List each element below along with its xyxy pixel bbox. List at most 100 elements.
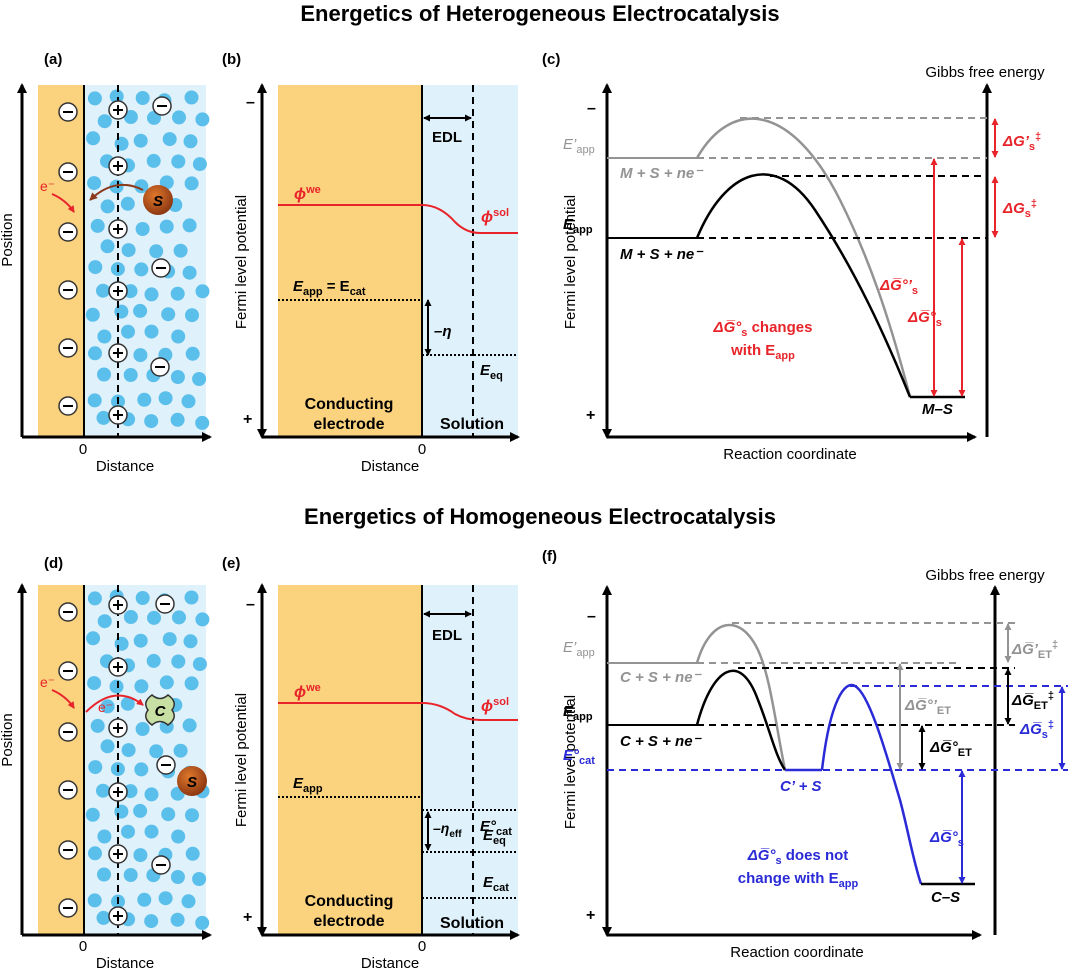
solvent-particle bbox=[114, 304, 129, 319]
gibbs-label: Gibbs free energy bbox=[925, 64, 1045, 81]
solvent-particle bbox=[86, 631, 101, 646]
ecat-label: Ecat bbox=[483, 874, 509, 894]
panel-f: (f) Gibbs free energy – + Fermi level po… bbox=[542, 548, 1068, 961]
solvent-particle bbox=[170, 286, 185, 301]
dg0-et-label: ΔG̅°ET bbox=[929, 739, 972, 759]
potential-profile bbox=[278, 702, 518, 721]
gray-state-label: C + S + ne⁻ bbox=[620, 669, 703, 686]
solvent-particle bbox=[109, 679, 124, 694]
eapp-label: Eapp bbox=[563, 703, 593, 723]
solvent-particle bbox=[171, 154, 186, 169]
distance-label: Distance bbox=[96, 458, 154, 475]
solvent-particle bbox=[134, 179, 149, 194]
solvent-particle bbox=[147, 610, 161, 625]
solvent-particle bbox=[144, 824, 159, 839]
eeq-label: Eeq bbox=[483, 827, 506, 847]
dg-prime-et-label: ΔG̅’ET‡ bbox=[1011, 639, 1058, 661]
potential-axis-label: Fermi level potential bbox=[562, 695, 579, 829]
black-state-label: M + S + ne⁻ bbox=[620, 246, 704, 263]
solvent-particle bbox=[97, 367, 111, 382]
solvent-particle bbox=[100, 239, 115, 254]
solvent-particle bbox=[97, 114, 112, 129]
black-energy-curve bbox=[695, 669, 787, 771]
solvent-particle bbox=[96, 410, 111, 425]
solvent-particle bbox=[171, 654, 186, 669]
reaction-axis-label: Reaction coordinate bbox=[730, 944, 863, 961]
electron-arrow-2 bbox=[85, 694, 144, 713]
solvent-particle bbox=[158, 391, 173, 406]
solvent-particle bbox=[162, 132, 177, 147]
distance-label: Distance bbox=[361, 955, 419, 971]
top-title: Energetics of Heterogeneous Electrocatal… bbox=[300, 1, 779, 26]
gibbs-label: Gibbs free energy bbox=[925, 567, 1045, 584]
eapp-ecat-label: Eapp = Ecat bbox=[293, 278, 366, 298]
particles-a bbox=[85, 89, 210, 430]
solvent-particle bbox=[120, 196, 135, 211]
solvent-particle bbox=[87, 893, 102, 908]
panel-c-label: (c) bbox=[542, 51, 560, 68]
electrode-region bbox=[38, 585, 84, 935]
solvent-particle bbox=[192, 872, 207, 886]
edl-label: EDL bbox=[432, 129, 462, 146]
solvent-particle bbox=[87, 676, 102, 691]
solvent-particle bbox=[173, 243, 188, 258]
change-note-2: with Eapp bbox=[730, 342, 795, 362]
black-energy-curve bbox=[695, 173, 912, 398]
solvent-particle bbox=[87, 591, 102, 606]
solvent-particle bbox=[109, 179, 124, 194]
solvent-particle bbox=[100, 199, 115, 214]
eapp-label: Eapp bbox=[293, 775, 323, 795]
panel-d-label: (d) bbox=[44, 555, 63, 572]
solvent-particle bbox=[135, 222, 150, 236]
zero-label: 0 bbox=[418, 938, 426, 955]
solvent-particle bbox=[183, 134, 198, 149]
solvent-particle bbox=[133, 303, 148, 318]
electron-arrow-1 bbox=[51, 689, 75, 709]
solvent-particle bbox=[121, 743, 136, 758]
potential-axis-label: Fermi level potential bbox=[233, 195, 250, 329]
solvent-particle bbox=[182, 265, 197, 280]
solvent-particle bbox=[162, 632, 177, 647]
solvent-particle bbox=[121, 324, 135, 339]
blue-energy-curve bbox=[820, 683, 923, 885]
solvent-particle bbox=[172, 610, 186, 625]
dg-ts-label: ΔGs‡ bbox=[1002, 198, 1037, 220]
solvent-particle bbox=[149, 744, 164, 759]
solvent-particle bbox=[173, 743, 188, 758]
e0cat-label: E°cat bbox=[563, 747, 595, 767]
gray-state-label: M + S + ne⁻ bbox=[620, 165, 704, 182]
solvent-particle bbox=[195, 612, 210, 627]
solvent-particle bbox=[170, 870, 185, 884]
solvent-particle bbox=[90, 218, 105, 233]
edl-label: EDL bbox=[432, 627, 462, 644]
solvent-particle bbox=[133, 633, 148, 648]
panel-f-label: (f) bbox=[542, 548, 557, 565]
solvent-particle bbox=[87, 176, 102, 191]
panel-d: (d) C S e⁻ e⁻ Position 0 Distance bbox=[0, 555, 212, 971]
solvent-particle bbox=[97, 829, 112, 844]
reaction-axis-label: Reaction coordinate bbox=[723, 446, 856, 463]
solvent-particle bbox=[133, 348, 148, 363]
solvent-particle bbox=[144, 914, 159, 929]
solvent-particle bbox=[96, 783, 110, 798]
solvent-particle bbox=[109, 89, 124, 104]
substrate-sphere bbox=[143, 185, 173, 215]
solvent-particle bbox=[183, 634, 198, 649]
solvent-particle bbox=[88, 846, 102, 861]
product-label: C–S bbox=[931, 889, 960, 906]
solvent-particle bbox=[149, 244, 164, 259]
eta-eff-label: –ηeff bbox=[433, 820, 462, 840]
dg0-label: ΔG̅°s bbox=[907, 309, 942, 329]
solution-label: Solution bbox=[440, 915, 504, 932]
solvent-particle bbox=[182, 218, 197, 233]
axis-minus: – bbox=[587, 100, 596, 117]
solvent-particle bbox=[87, 393, 102, 408]
solvent-particle bbox=[161, 307, 176, 322]
eapp-prime-label: E’app bbox=[563, 136, 595, 156]
panel-c: (c) Gibbs free energy – + Fermi level po… bbox=[542, 51, 1045, 463]
solvent-particle bbox=[171, 829, 186, 844]
solvent-particle bbox=[185, 308, 199, 323]
solvent-particle bbox=[123, 868, 138, 882]
solvent-particle bbox=[133, 848, 148, 863]
